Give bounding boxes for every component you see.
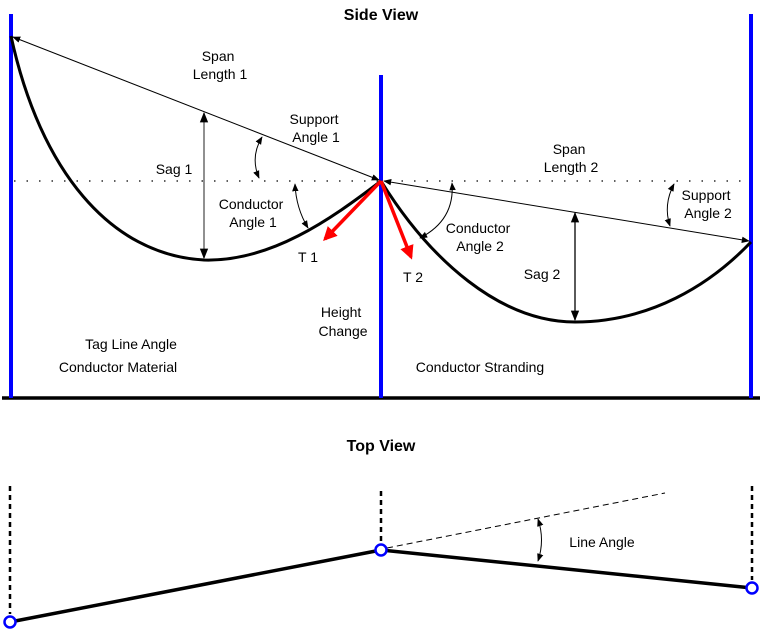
tension-t1-arrow xyxy=(323,179,383,242)
node-middle xyxy=(374,543,388,557)
line-extension-dashed xyxy=(386,492,666,549)
side-view-title: Side View xyxy=(344,7,419,24)
node-right xyxy=(745,581,759,595)
plan-conductor-span-1 xyxy=(9,548,382,624)
t1-label: T 1 xyxy=(298,249,318,265)
node-left xyxy=(3,615,17,629)
sag-2-label: Sag 2 xyxy=(524,266,561,282)
line-angle-label: Line Angle xyxy=(569,534,635,550)
tag-line-angle-label: Tag Line Angle xyxy=(85,336,177,352)
conductor-angle-1-label: Conductor Angle 1 xyxy=(219,196,287,230)
conductor-stranding-label: Conductor Stranding xyxy=(416,359,544,375)
support-angle-2-label: Support Angle 2 xyxy=(682,187,735,221)
conductor-span-2 xyxy=(379,180,753,324)
height-change-label: Height Change xyxy=(318,304,367,339)
top-view-title: Top View xyxy=(347,438,416,455)
span-length-2-label: Span Length 2 xyxy=(544,141,599,175)
span-length-1-line xyxy=(12,36,380,181)
sag-1-label: Sag 1 xyxy=(156,161,193,177)
t2-label: T 2 xyxy=(403,269,423,285)
support-angle-1-arc xyxy=(253,136,263,179)
plan-conductor-span-2 xyxy=(380,548,753,590)
conductor-angle-2-arc xyxy=(419,182,456,239)
conductor-material-label: Conductor Material xyxy=(59,359,177,375)
span-length-1-label: Span Length 1 xyxy=(193,48,248,82)
support-angle-1-label: Support Angle 1 xyxy=(290,111,343,145)
tension-t2-arrow xyxy=(379,180,414,260)
conductor-angle-2-label: Conductor Angle 2 xyxy=(446,220,514,254)
conductor-angle-1-arc xyxy=(292,183,309,229)
line-angle-arc xyxy=(537,518,544,562)
support-angle-2-arc xyxy=(664,183,675,227)
